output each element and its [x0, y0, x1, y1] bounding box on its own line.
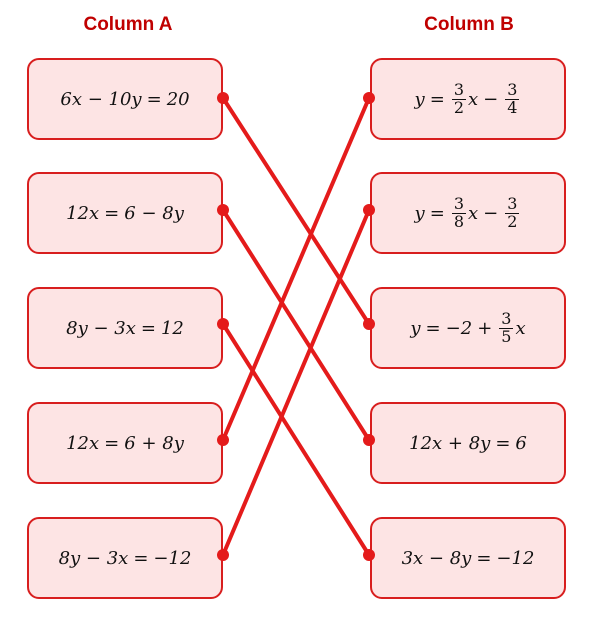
column-b-dot-3[interactable] [363, 318, 375, 330]
variable: x [468, 88, 479, 110]
connection-line-5 [221, 208, 371, 557]
equation-lhs: 8y − 3x [66, 317, 136, 339]
connection-line-2 [221, 208, 371, 442]
equation-lead: y [414, 88, 425, 110]
equation-rhs: 6 [515, 432, 527, 454]
equation-lhs: 12x [66, 432, 100, 454]
column-b-dot-2[interactable] [363, 204, 375, 216]
column-a-dot-2[interactable] [217, 204, 229, 216]
equation-rhs: 12 [160, 317, 184, 339]
variable: x [515, 317, 526, 339]
column-a-item-5[interactable]: 8y − 3x=−12 [27, 517, 223, 599]
connection-line-3 [221, 322, 371, 557]
connection-line-1 [221, 96, 371, 326]
column-a-item-1[interactable]: 6x − 10y=20 [27, 58, 223, 140]
column-a-dot-5[interactable] [217, 549, 229, 561]
column-b-item-5[interactable]: 3x − 8y=−12 [370, 517, 566, 599]
connection-line-4 [221, 96, 371, 442]
equation-rhs: 20 [166, 88, 190, 110]
equation-lhs: 12x + 8y [409, 432, 491, 454]
column-a-item-4[interactable]: 12x=6 + 8y [27, 402, 223, 484]
equation-rhs: −12 [496, 547, 535, 569]
equation-rhs: −12 [153, 547, 192, 569]
variable: x [468, 202, 479, 224]
column-a-item-3[interactable]: 8y − 3x=12 [27, 287, 223, 369]
column-b-dot-1[interactable] [363, 92, 375, 104]
equation-rhs: 6 − 8y [124, 202, 184, 224]
equation-lhs: 3x − 8y [401, 547, 472, 569]
column-a-dot-3[interactable] [217, 318, 229, 330]
column-a-item-2[interactable]: 12x=6 − 8y [27, 172, 223, 254]
column-a-dot-4[interactable] [217, 434, 229, 446]
equation-lhs: 8y − 3x [58, 547, 129, 569]
constant: −2 [445, 317, 473, 339]
column-b-item-4[interactable]: 12x + 8y=6 [370, 402, 566, 484]
column-b-dot-4[interactable] [363, 434, 375, 446]
equation-rhs: 6 + 8y [124, 432, 184, 454]
equation-lead: y [414, 202, 425, 224]
equation-lhs: 12x [66, 202, 100, 224]
column-a-dot-1[interactable] [217, 92, 229, 104]
column-a-header: Column A [83, 14, 173, 35]
equation-lead: y [410, 317, 421, 339]
equation-lhs: 6x − 10y [60, 88, 142, 110]
column-b-dot-5[interactable] [363, 549, 375, 561]
column-b-header: Column B [424, 14, 514, 35]
